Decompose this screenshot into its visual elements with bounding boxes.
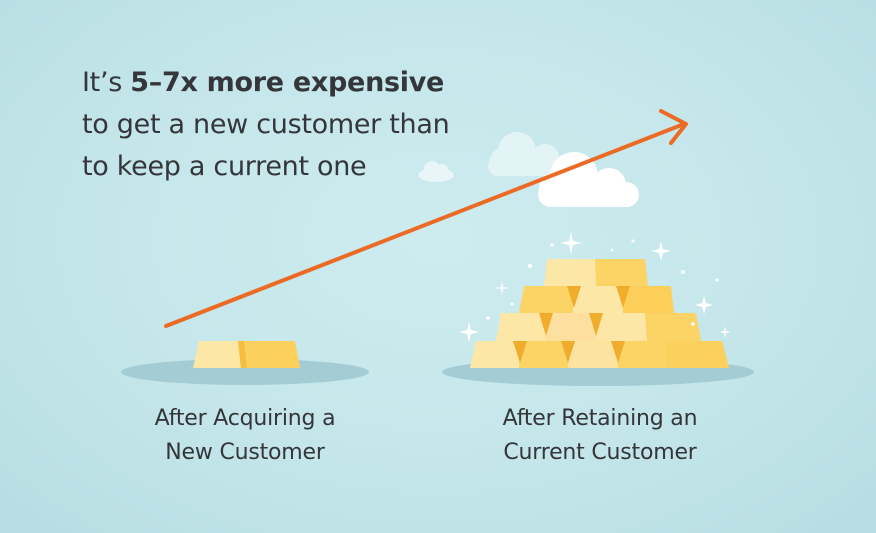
sparkle-icon [459,232,731,342]
caption-acquiring-line-2: New Customer [165,440,325,465]
ground-shadow-left [121,359,369,385]
cloud-icon [418,161,454,182]
caption-acquiring-line-1: After Acquiring a [154,406,336,431]
caption-retaining: After Retaining an Current Customer [455,402,745,470]
arrow-up-right-icon [164,109,688,328]
headline-line-2: to get a new customer than [82,109,450,140]
caption-retaining-line-1: After Retaining an [502,406,698,431]
gold-bar-icon [193,341,300,368]
headline: It’s 5–7x more expensive to get a new cu… [82,62,512,188]
headline-emphasis: 5–7x more expensive [130,67,445,98]
headline-prefix: It’s [82,67,131,98]
headline-line-1: It’s 5–7x more expensive [82,62,512,104]
caption-retaining-line-2: Current Customer [503,440,697,465]
headline-line-3: to keep a current one [82,151,367,182]
caption-acquiring: After Acquiring a New Customer [100,402,390,470]
gold-bar-pyramid [470,259,729,368]
